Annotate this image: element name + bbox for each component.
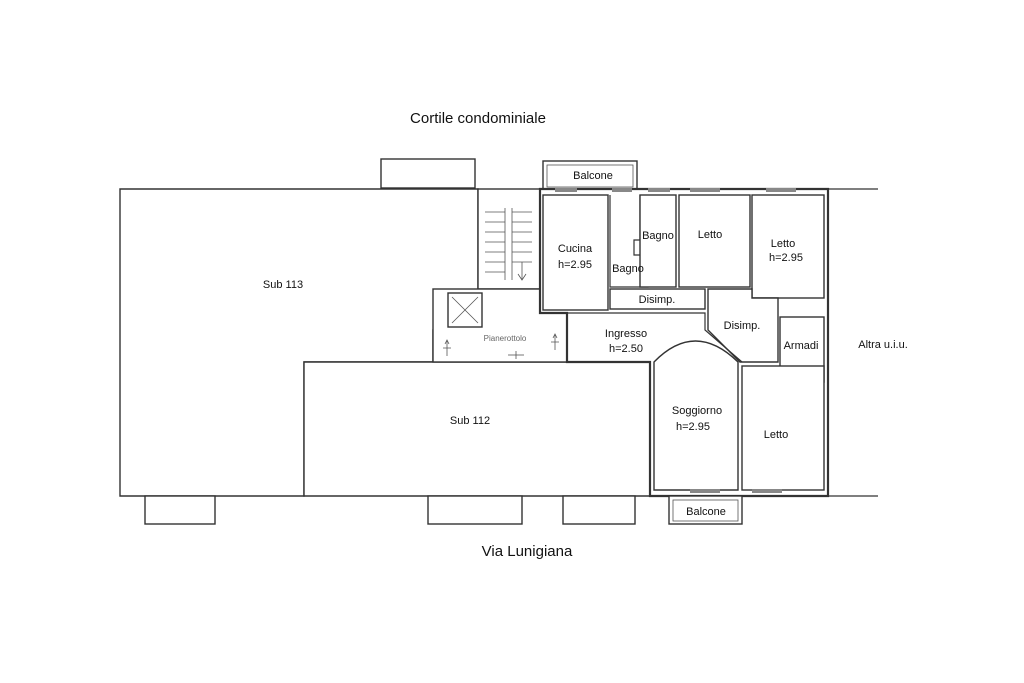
landing-door-symbols [443,333,559,359]
bedroom2-label: Letto [771,238,795,250]
bedroom2-height: h=2.95 [769,252,803,264]
sub113-top-balcony [380,158,476,189]
bedroom-1 [678,194,751,288]
bedroom3-label: Letto [764,429,788,441]
courtyard-label: Cortile condominiale [410,110,546,127]
stair-steps [485,208,532,281]
entrance-height: h=2.50 [609,343,643,355]
sub113-label: Sub 113 [263,279,303,291]
kitchen-label: Cucina [558,243,593,255]
top-balcony [542,160,638,190]
bath2-label: Bagno [612,263,644,275]
bottom-balcony [668,495,743,525]
entrance-walls [567,312,743,363]
bedroom1-label: Letto [698,229,722,241]
hall2-label: Disimp. [724,320,761,332]
sub112-bottom-balcony-2 [562,495,636,525]
living-label: Soggiorno [672,405,722,417]
sub112-bottom-balcony-1 [427,495,523,525]
living-room [653,340,739,491]
top-balcony-label: Balcone [573,170,613,182]
kitchen-height: h=2.95 [558,259,592,271]
sub112-outline [303,361,651,497]
sub112-label: Sub 112 [450,415,490,427]
bedroom-3 [741,365,825,491]
other-unit-label: Altra u.i.u. [858,339,908,351]
landing-label: Pianerottolo [484,334,527,343]
living-height: h=2.95 [676,421,710,433]
hall1-label: Disimp. [639,294,676,306]
bedroom-2 [751,194,825,299]
hallway-1 [609,288,706,310]
kitchen [542,194,609,311]
entrance-label: Ingresso [605,328,647,340]
staircase [477,188,541,290]
closet-label: Armadi [784,340,819,352]
sub113-bottom-balcony [144,495,216,525]
window-marks [555,188,796,493]
bath1-label: Bagno [642,230,674,242]
bath-2 [639,194,677,288]
bottom-balcony-label: Balcone [686,506,726,518]
street-label: Via Lunigiana [482,543,573,560]
hallway-2 [707,288,779,363]
